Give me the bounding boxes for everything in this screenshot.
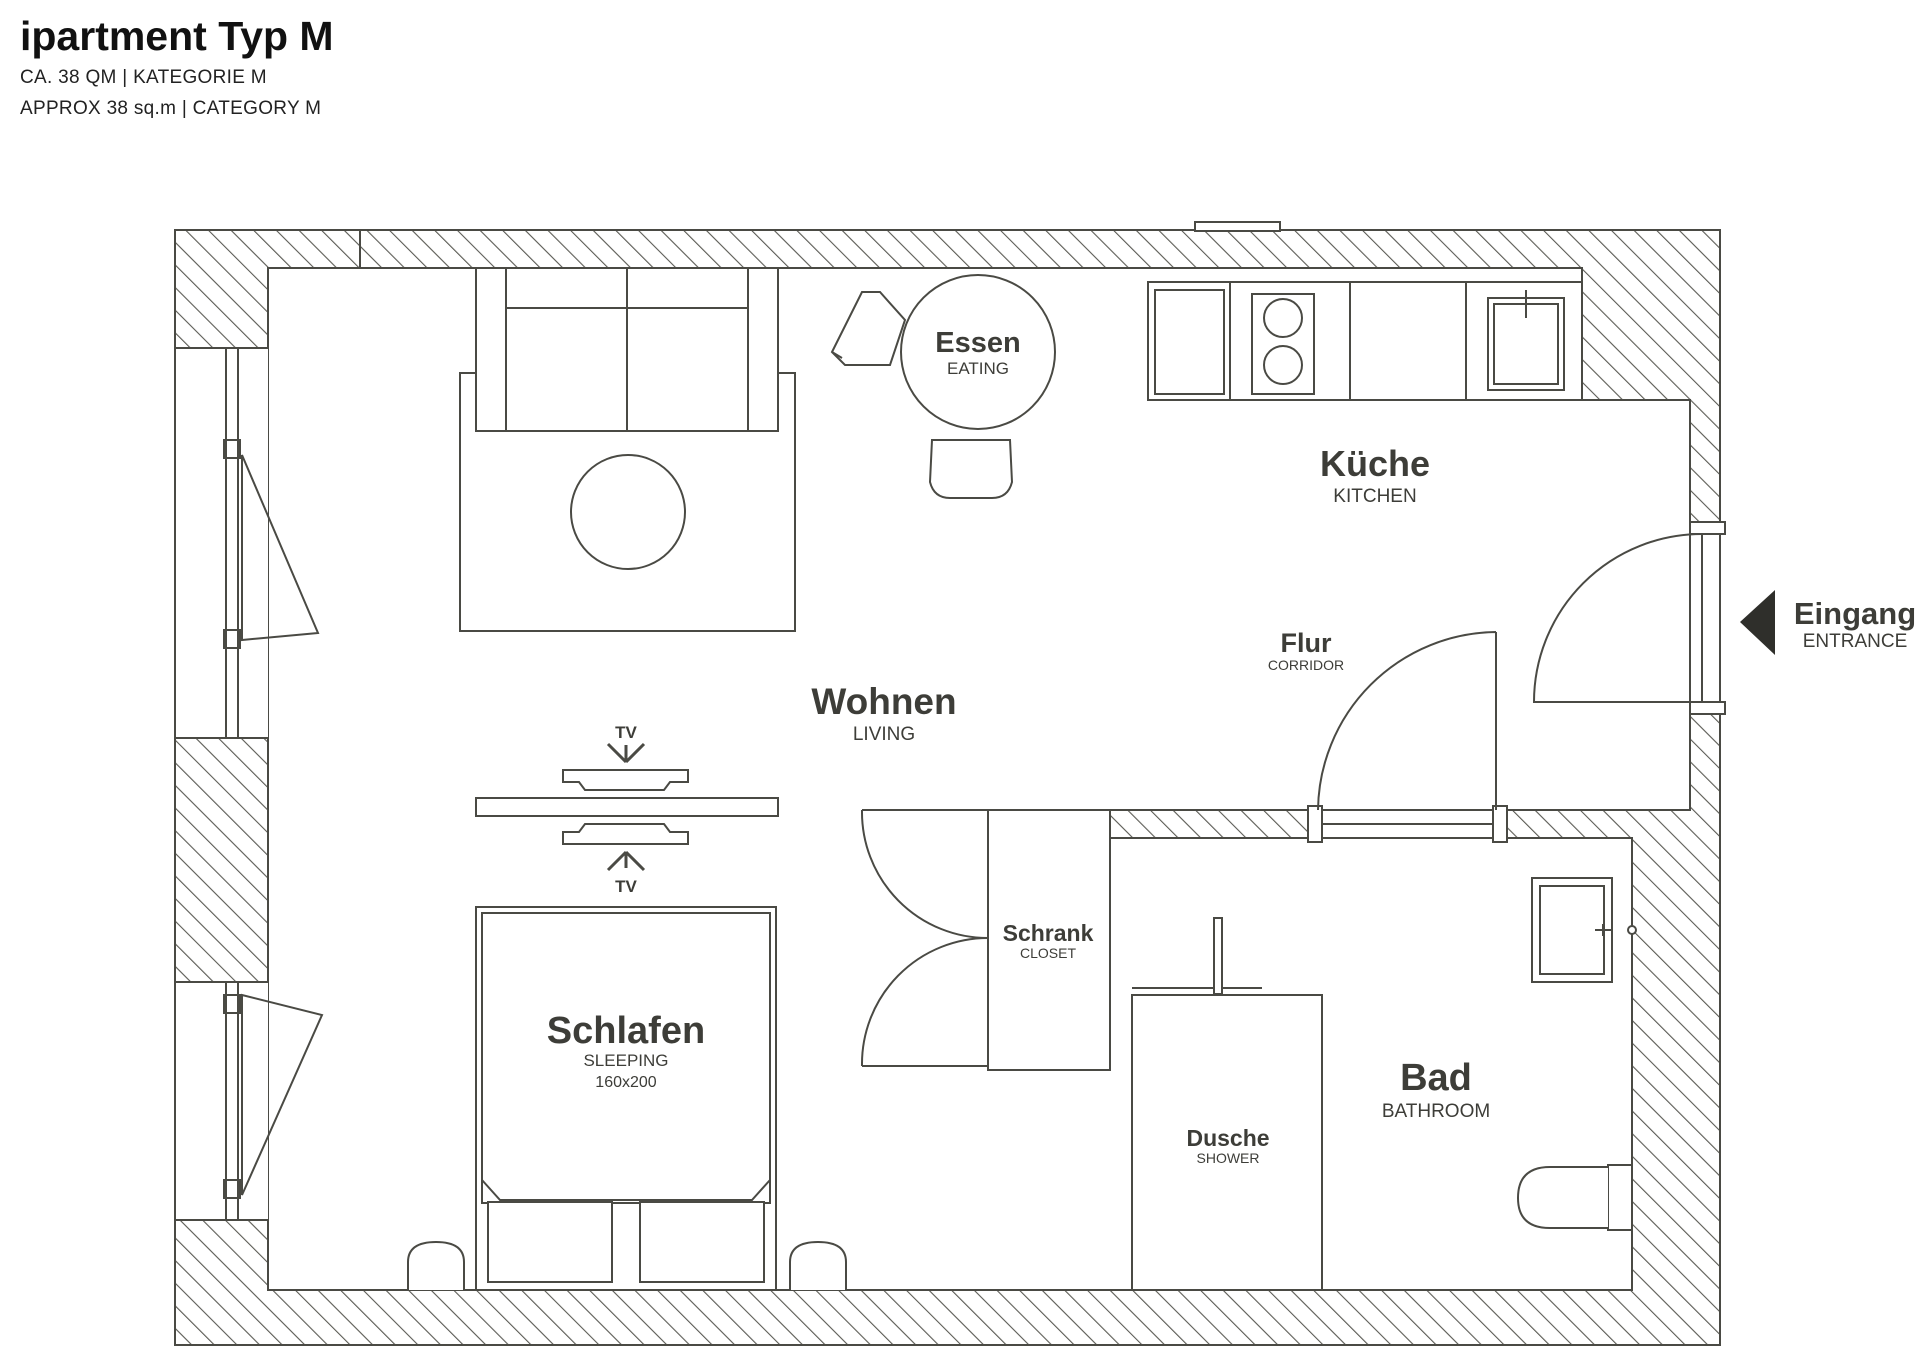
label-dusche: Dusche — [1186, 1125, 1269, 1151]
window-sash-upper — [241, 454, 320, 642]
tv-screen-bottom — [562, 823, 689, 845]
tv-screen-top — [562, 769, 689, 791]
walls — [174, 221, 1721, 1346]
label-eingang-sub: ENTRANCE — [1803, 631, 1908, 652]
dining-chair-bottom — [928, 439, 1014, 499]
coffee-table — [570, 454, 686, 570]
toilet — [1607, 1164, 1633, 1231]
living-furniture — [459, 267, 796, 872]
label-flur-sub: CORRIDOR — [1268, 657, 1344, 673]
bed — [407, 906, 847, 1291]
nightstand-right — [789, 1240, 847, 1290]
area-line-english: APPROX 38 sq.m | CATEGORY M — [20, 98, 322, 119]
label-bad-sub: BATHROOM — [1382, 1101, 1490, 1122]
page-title: ipartment Typ M — [20, 13, 334, 59]
header: ipartment Typ M CA. 38 QM | KATEGORIE M … — [20, 10, 334, 124]
bathroom-door-swing — [1317, 631, 1497, 811]
label-kueche-sub: KITCHEN — [1333, 486, 1416, 507]
label-tv-top: TV — [615, 723, 637, 742]
windows — [176, 347, 324, 1221]
entrance-opening — [1691, 528, 1719, 710]
dining-chair-left — [830, 291, 907, 366]
top-vent — [1194, 221, 1281, 232]
window-opening-lower — [176, 982, 268, 1220]
area-line-german: CA. 38 QM | KATEGORIE M — [20, 67, 267, 88]
label-schlafen: Schlafen — [547, 1010, 705, 1052]
tv-stand — [475, 797, 779, 817]
window-opening-upper — [176, 348, 268, 738]
label-dusche-sub: SHOWER — [1197, 1150, 1260, 1166]
label-bed-size: 160x200 — [595, 1074, 656, 1091]
closet — [860, 809, 1111, 1071]
label-flur: Flur — [1281, 628, 1332, 658]
shower-tray — [1131, 994, 1323, 1291]
label-bad: Bad — [1400, 1057, 1472, 1099]
label-essen: Essen — [935, 327, 1020, 359]
label-kueche: Küche — [1320, 443, 1430, 484]
dining-furniture — [830, 274, 1056, 499]
label-tv-bottom: TV — [615, 877, 637, 896]
entrance-door-swing — [1532, 533, 1703, 703]
label-schlafen-sub: SLEEPING — [583, 1051, 668, 1070]
label-schrank: Schrank — [1003, 920, 1094, 946]
dining-table — [900, 274, 1056, 430]
label-essen-sub: EATING — [947, 359, 1009, 378]
pillow-left — [487, 1201, 613, 1283]
room-labels: Essen EATING Küche KITCHEN Wohnen LIVING… — [547, 327, 1916, 1166]
kitchen-counter — [1147, 281, 1583, 401]
bathroom-fixtures — [1131, 877, 1637, 1291]
entrance-arrow — [1740, 590, 1775, 655]
window-sash-lower — [241, 993, 324, 1196]
nightstand-left — [407, 1240, 465, 1290]
label-wohnen-sub: LIVING — [853, 724, 915, 745]
label-eingang: Eingang — [1794, 596, 1916, 631]
label-schrank-sub: CLOSET — [1020, 945, 1076, 961]
label-wohnen: Wohnen — [811, 681, 956, 722]
doors — [1307, 521, 1775, 843]
pillow-right — [639, 1201, 765, 1283]
